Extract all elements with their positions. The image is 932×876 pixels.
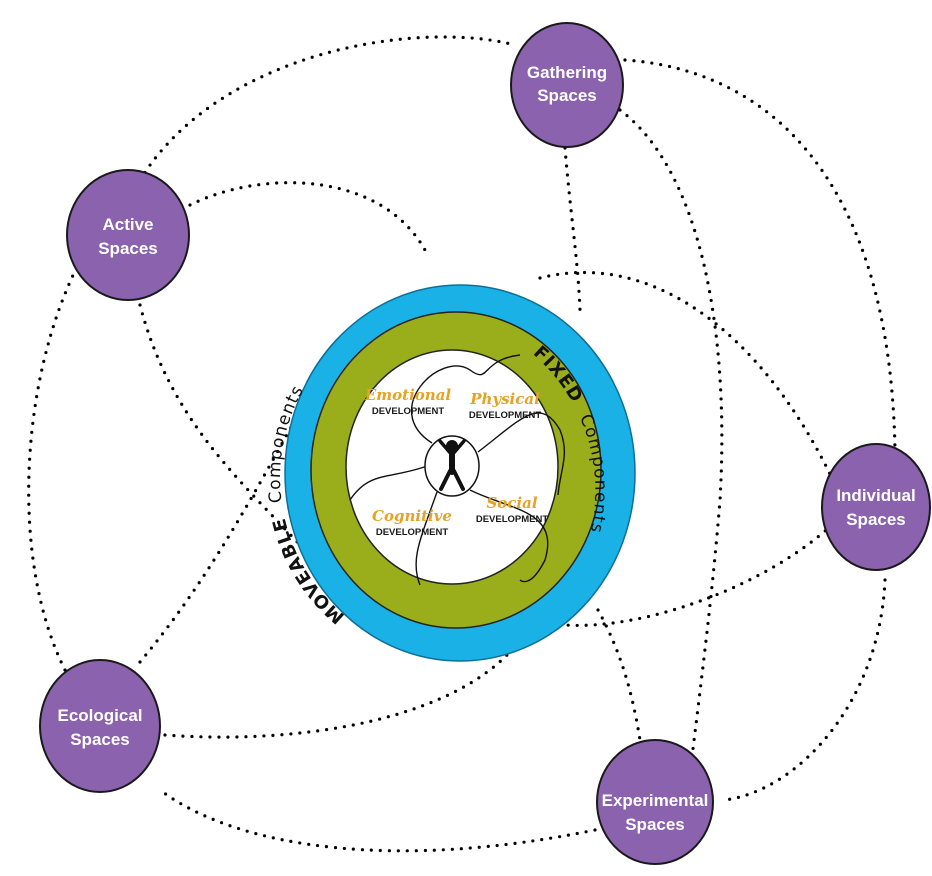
connection-gathering-down	[563, 146, 582, 312]
connection-active-center-top	[188, 181, 427, 252]
individual-spaces-node: Individual Spaces	[821, 443, 931, 571]
connection-center-experimental	[596, 608, 642, 742]
social-sub: DEVELOPMENT	[476, 514, 549, 525]
ecological-spaces-node: Ecological Spaces	[39, 659, 161, 793]
physical-sub: DEVELOPMENT	[469, 410, 542, 421]
experimental-label-line2: Spaces	[625, 815, 685, 834]
active-spaces-node: Active Spaces	[66, 169, 190, 301]
connection-experimental-ecological	[158, 788, 597, 853]
active-label-line2: Spaces	[98, 239, 158, 258]
connection-ecological-active	[27, 263, 80, 672]
cognitive-title: Cognitive	[372, 507, 452, 525]
connection-active-center-bottom	[138, 303, 302, 547]
gathering-label-line2: Spaces	[537, 86, 597, 105]
ecological-label-line2: Spaces	[70, 730, 130, 749]
space-nodes: Gathering Spaces Active Spaces Individua…	[39, 22, 931, 865]
experimental-label-line1: Experimental	[602, 791, 709, 810]
child-icon	[438, 439, 466, 491]
social-title: Social	[486, 494, 537, 512]
connection-gathering-experimental	[618, 108, 724, 792]
physical-title: Physical	[469, 390, 540, 408]
dotted-connections	[27, 35, 897, 853]
central-rings: Emotional DEVELOPMENT Physical DEVELOPME…	[265, 284, 636, 662]
experimental-spaces-node: Experimental Spaces	[596, 739, 714, 865]
connection-gathering-individual	[623, 58, 897, 452]
connection-individual-center-bottom	[563, 523, 834, 628]
emotional-title: Emotional	[364, 386, 452, 404]
cognitive-sub: DEVELOPMENT	[376, 527, 449, 538]
connection-active-gathering	[138, 35, 517, 182]
emotional-sub: DEVELOPMENT	[372, 406, 445, 417]
pinwheel-dividers	[349, 354, 566, 586]
individual-label-line2: Spaces	[846, 510, 906, 529]
connection-ecological-moveable	[138, 418, 297, 664]
connection-individual-experimental	[723, 578, 887, 802]
ecological-label-line1: Ecological	[57, 706, 142, 725]
connection-center-individual	[538, 270, 834, 480]
gathering-spaces-node: Gathering Spaces	[510, 22, 624, 148]
individual-label-line1: Individual	[836, 486, 915, 505]
active-label-line1: Active	[102, 215, 153, 234]
connection-ecological-center	[163, 638, 522, 739]
gathering-label-line1: Gathering	[527, 63, 607, 82]
